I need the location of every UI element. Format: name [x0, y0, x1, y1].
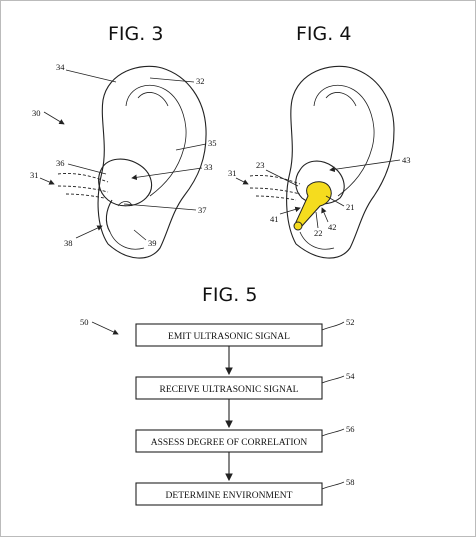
fig3-leader-33 [131, 167, 203, 181]
fig4-sound-path-1 [249, 175, 301, 185]
fig5-step-label-2: RECEIVE ULTRASONIC SIGNAL [160, 385, 299, 395]
fig4-leader-31 [235, 177, 249, 185]
fig3-lobe [109, 231, 145, 250]
fig4-sound-path-3 [255, 195, 297, 201]
fig3-leader-36 [67, 163, 107, 175]
fig3-sound-path-3 [65, 193, 105, 199]
fig4-ref-43: 43 [402, 155, 411, 165]
fig3-sound-path-2 [57, 185, 109, 193]
fig4-leader-41 [279, 206, 301, 215]
fig4-fold [325, 92, 357, 107]
fig4-earbud-tip [293, 221, 303, 231]
fig4-earbud-body [295, 181, 332, 229]
fig3-ref-38: 38 [64, 238, 73, 248]
fig4-group: FIG. 4 43 23 31 21 41 42 22 [228, 23, 411, 259]
fig3-sound-path-1 [57, 173, 109, 183]
fig5-step-label-3: ASSESS DEGREE OF CORRELATION [151, 438, 308, 448]
fig5-step-leader-3 [321, 428, 345, 437]
fig5-step-leader-4 [321, 481, 345, 490]
fig3-antihelix [125, 84, 187, 197]
fig3-title: FIG. 3 [108, 23, 163, 45]
fig4-leader-23 [265, 169, 299, 187]
fig3-leader-39 [133, 229, 147, 241]
fig3-helix [97, 65, 207, 259]
fig3-ref-34: 34 [56, 62, 65, 72]
fig3-fold [137, 92, 169, 107]
fig5-step-ref-4: 58 [346, 477, 355, 487]
fig3-ref-35: 35 [208, 138, 217, 148]
fig5-step-label-4: DETERMINE ENVIRONMENT [166, 491, 293, 501]
fig4-ref-41: 41 [270, 214, 279, 224]
fig3-ref-39: 39 [148, 238, 157, 248]
fig3-tragus [105, 199, 113, 233]
fig4-leader-21 [325, 195, 345, 207]
fig4-antihelix [313, 84, 375, 197]
fig4-lobe [299, 231, 335, 250]
fig4-ref-22: 22 [314, 228, 323, 238]
fig4-title: FIG. 4 [296, 23, 351, 45]
fig4-leader-22 [315, 211, 319, 229]
fig4-helix [286, 65, 395, 259]
fig4-ref-21: 21 [346, 202, 355, 212]
fig4-concha [295, 160, 345, 205]
fig5-leader-50 [91, 321, 119, 335]
fig3-leader-35 [175, 143, 207, 151]
fig5-title: FIG. 5 [202, 284, 257, 306]
fig5-step-leader-2 [321, 375, 345, 384]
fig5-step-box-4 [135, 482, 323, 506]
fig4-ref-42: 42 [328, 222, 337, 232]
fig3-ref-31: 31 [30, 170, 39, 180]
fig3-leader-30 [43, 111, 65, 125]
fig3-leader-32 [149, 77, 195, 83]
fig3-ref-36: 36 [56, 158, 65, 168]
fig3-ref-33: 33 [204, 162, 213, 172]
fig3-leader-37 [123, 203, 197, 211]
fig5-ref-50: 50 [80, 317, 89, 327]
fig3-ref-37: 37 [198, 205, 207, 215]
fig5-step-label-1: EMIT ULTRASONIC SIGNAL [168, 332, 290, 342]
fig4-sound-path-2 [249, 187, 301, 195]
fig5-step-leader-1 [321, 321, 345, 331]
fig4-leader-43 [329, 159, 401, 173]
fig3-concha [98, 158, 153, 207]
fig3-leader-34 [65, 69, 117, 83]
fig5-group: FIG. 5 50 EMIT ULTRASONIC SIGNAL 52 RECE… [80, 284, 355, 506]
fig4-ref-31: 31 [228, 168, 237, 178]
fig5-step-ref-2: 54 [346, 371, 355, 381]
fig3-leader-38 [75, 225, 103, 239]
fig4-ref-23: 23 [256, 160, 265, 170]
fig3-group: FIG. 3 34 32 30 35 36 33 31 3 [30, 23, 217, 259]
fig3-leader-31 [39, 177, 55, 185]
fig3-ref-30: 30 [32, 108, 41, 118]
fig5-step-ref-1: 52 [346, 317, 355, 327]
fig5-step-ref-3: 56 [346, 424, 355, 434]
fig4-leader-42 [321, 207, 329, 223]
fig3-ref-32: 32 [196, 76, 205, 86]
